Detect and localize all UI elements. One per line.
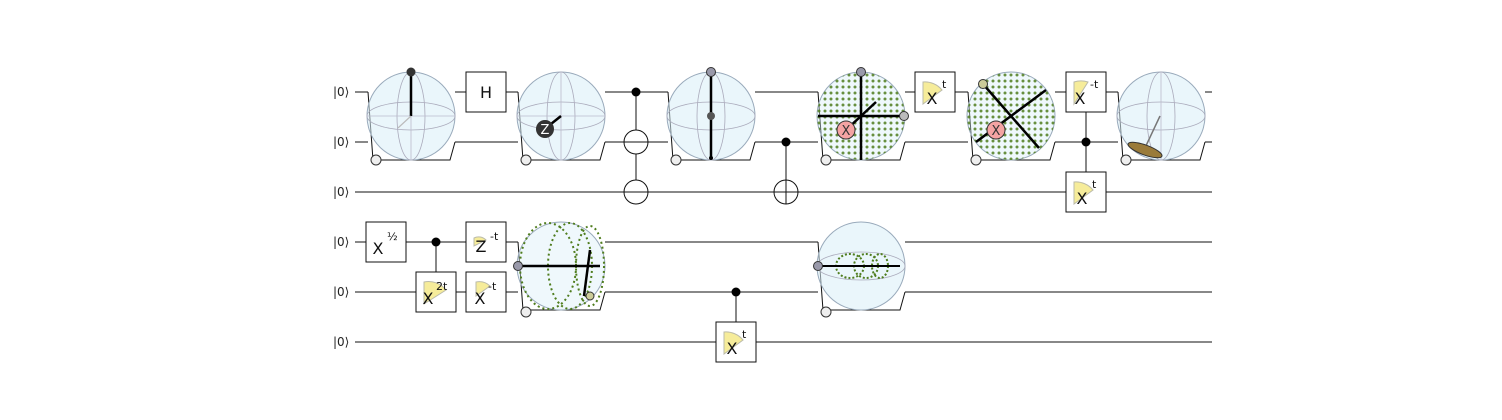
x-marker-label-a: X	[842, 124, 851, 139]
display-handle-icon[interactable]	[520, 154, 532, 166]
display-handle-icon[interactable]	[370, 154, 382, 166]
control-dot-icon	[1081, 137, 1091, 147]
svg-text:X: X	[475, 289, 486, 308]
svg-text:Z: Z	[476, 237, 487, 256]
x-half-gate[interactable]: X ½	[365, 221, 407, 263]
pie-icon	[423, 281, 447, 305]
display-handle-icon[interactable]	[1120, 154, 1132, 166]
svg-text:t: t	[1092, 178, 1097, 191]
svg-text:2t: 2t	[436, 280, 448, 293]
wire-label-4: |0⟩	[333, 285, 349, 299]
bloch-display-7[interactable]	[513, 221, 606, 318]
pie-icon	[1073, 181, 1094, 205]
svg-text:X: X	[1075, 89, 1086, 108]
pie-icon	[922, 81, 943, 105]
z-neg-t-gate[interactable]: Z -t	[465, 221, 507, 263]
z-marker-label: Z	[541, 123, 550, 138]
bloch-display-2[interactable]: Z	[516, 71, 606, 166]
state-vector-tip-icon	[406, 67, 416, 77]
cnot-gate-1[interactable]	[623, 87, 649, 205]
controlled-x-gate[interactable]: X -t X t	[1065, 71, 1107, 213]
z-marker-icon	[536, 120, 554, 138]
x-marker-label-b: X	[992, 124, 1001, 139]
wire-label-5: |0⟩	[333, 335, 349, 349]
x-marker-icon	[986, 120, 1006, 140]
x-marker-icon	[836, 120, 856, 140]
svg-text:X: X	[423, 289, 434, 308]
control-dot-icon	[781, 137, 791, 147]
bloch-display-1[interactable]	[366, 67, 456, 166]
wires	[355, 91, 1212, 343]
svg-text:X: X	[1077, 189, 1088, 208]
bloch-display-8[interactable]	[813, 221, 906, 318]
bloch-display-6[interactable]	[1116, 71, 1206, 166]
svg-text:X: X	[727, 339, 738, 358]
pie-icon	[723, 331, 744, 355]
display-handle-icon[interactable]	[520, 306, 532, 318]
svg-text:-t: -t	[488, 280, 497, 293]
svg-text:½: ½	[387, 230, 398, 243]
bloch-display-5[interactable]: X	[966, 71, 1056, 166]
controlled-x-t-gate-row5[interactable]: X t	[715, 287, 757, 363]
controlled-x-2t-gate[interactable]: X 2t	[415, 237, 457, 313]
svg-text:-t: -t	[1090, 78, 1099, 91]
x-t-gate-row0[interactable]: X t	[914, 71, 956, 113]
pie-icon	[1073, 80, 1089, 106]
cnot-gate-2[interactable]	[773, 137, 799, 205]
bloch-display-3[interactable]	[666, 67, 756, 166]
state-vector-tip-icon	[706, 67, 716, 77]
wire-label-1: |0⟩	[333, 135, 349, 149]
wire-label-2: |0⟩	[333, 185, 349, 199]
control-dot-icon	[731, 287, 741, 297]
state-center-icon	[707, 112, 715, 120]
display-handle-icon[interactable]	[820, 306, 832, 318]
bloch-display-4[interactable]: X	[816, 67, 909, 166]
wire-label-0: |0⟩	[333, 85, 349, 99]
svg-text:t: t	[942, 78, 947, 91]
svg-text:-t: -t	[490, 230, 499, 243]
h-gate-label: H	[480, 83, 492, 102]
svg-text:X: X	[927, 89, 938, 108]
svg-text:X: X	[373, 239, 384, 258]
svg-text:t: t	[742, 328, 747, 341]
pie-icon	[473, 236, 487, 247]
wire-labels: |0⟩ |0⟩ |0⟩ |0⟩ |0⟩ |0⟩	[333, 85, 349, 349]
pie-icon	[475, 281, 491, 297]
x-neg-t-gate-row4[interactable]: X -t	[465, 271, 507, 313]
h-gate[interactable]: H	[465, 71, 507, 113]
control-dot-icon	[631, 87, 641, 97]
control-dot-icon	[431, 237, 441, 247]
display-handle-icon[interactable]	[820, 154, 832, 166]
display-handle-icon[interactable]	[970, 154, 982, 166]
wire-label-3: |0⟩	[333, 235, 349, 249]
display-handle-icon[interactable]	[670, 154, 682, 166]
